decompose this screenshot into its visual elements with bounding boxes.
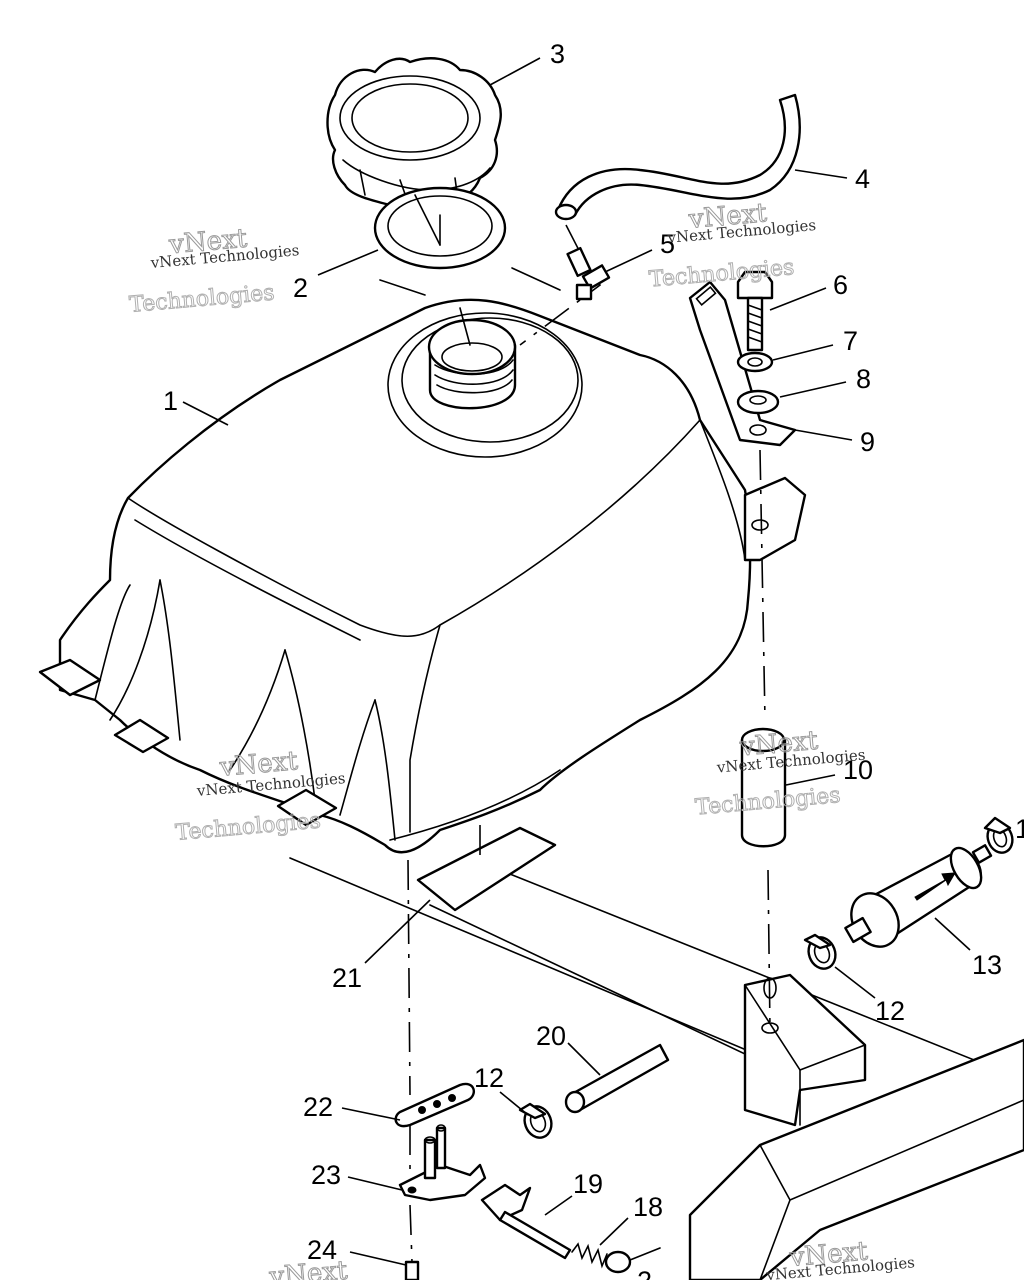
callout-labels: 1 2 3 4 5 6 7 8 9 10 1 12 12 13 18 19 20… (163, 39, 1024, 1280)
callout-6: 6 (833, 270, 848, 300)
callout-3: 3 (550, 39, 565, 69)
callout-18: 18 (633, 1192, 663, 1222)
mount-screw (404, 1204, 420, 1280)
callout-20: 20 (536, 1021, 566, 1051)
callout-12-lower: 12 (474, 1063, 504, 1093)
fuel-line (564, 1043, 670, 1114)
callout-7: 7 (843, 326, 858, 356)
callout-2: 2 (293, 273, 308, 303)
bolt (736, 270, 774, 352)
hose-clamp-lower (518, 1102, 553, 1139)
valve-spring (571, 1242, 661, 1274)
fuel-tank (38, 267, 807, 854)
lock-washer (736, 351, 774, 373)
tank-pad (416, 825, 557, 912)
watermark-top: vNext (267, 1256, 349, 1280)
callout-9: 9 (860, 427, 875, 457)
watermark-top: vNext (167, 224, 249, 261)
hose-clamp-right (983, 816, 1014, 854)
spacer-tube (740, 449, 787, 1034)
watermark-top: vNext (687, 198, 769, 235)
callout-24: 24 (307, 1235, 337, 1265)
callout-partial-bottom: 2 (637, 1266, 652, 1280)
callout-5: 5 (660, 229, 675, 259)
valve-knob (480, 1183, 572, 1260)
callout-23: 23 (311, 1160, 341, 1190)
callout-13: 13 (972, 950, 1002, 980)
watermark-line-big: Technologies (174, 808, 321, 846)
cap-gasket (373, 186, 507, 270)
callout-1: 1 (163, 386, 178, 416)
fuel-filter (844, 844, 993, 948)
callout-4: 4 (855, 164, 870, 194)
callout-10: 10 (843, 755, 873, 785)
callout-11-partial: 1 (1015, 814, 1024, 844)
frame-rail (289, 857, 1024, 1280)
watermark-line-big: Technologies (128, 280, 275, 318)
fuel-valve (398, 1124, 487, 1202)
vent-hose (554, 93, 801, 221)
callout-19: 19 (573, 1169, 603, 1199)
watermark-line-big: Technologies (648, 255, 795, 293)
fuel-cap (326, 57, 502, 215)
watermark-top: vNext (218, 746, 300, 783)
flat-washer (736, 389, 780, 415)
watermark-top: vNext (738, 726, 820, 763)
callout-21: 21 (332, 963, 362, 993)
watermark-top: vNext (788, 1236, 870, 1273)
leader-lines (182, 57, 971, 1266)
callout-8: 8 (856, 364, 871, 394)
callout-12-upper: 12 (875, 996, 905, 1026)
hose-clamp-upper (803, 933, 837, 970)
callout-22: 22 (303, 1092, 333, 1122)
